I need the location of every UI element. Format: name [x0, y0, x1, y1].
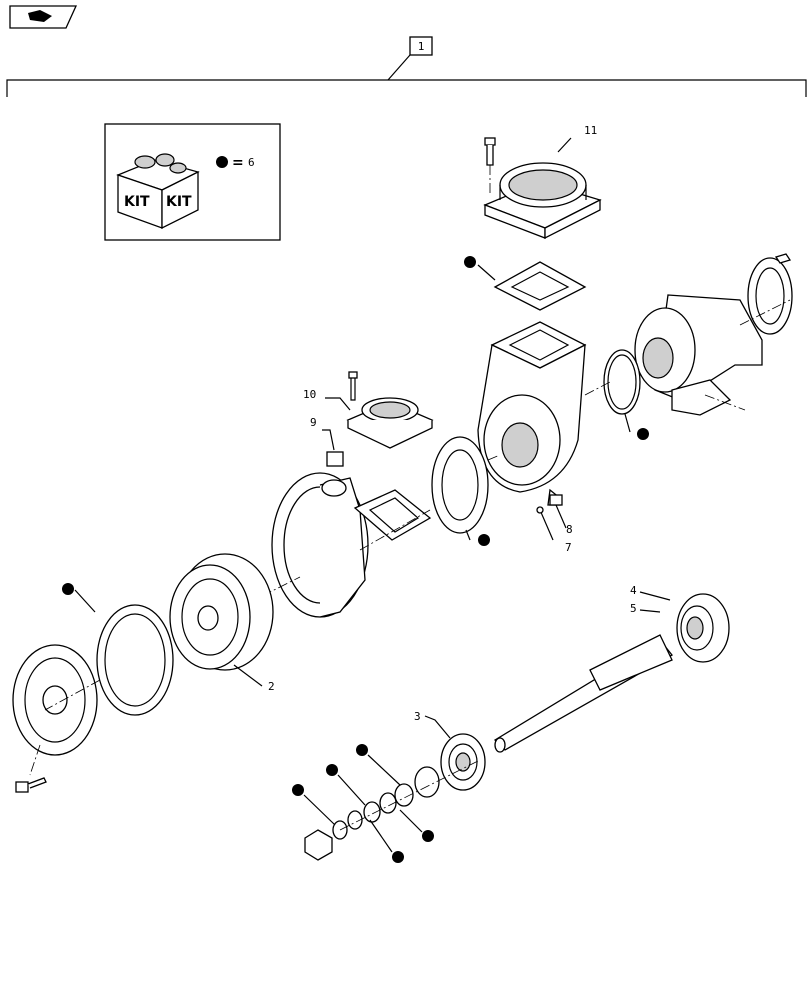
volute-gasket [431, 436, 490, 546]
callout-3: 3 [414, 710, 421, 723]
kit-legend: KIT KIT = 6 [104, 123, 281, 241]
bolt-top [484, 137, 496, 195]
callout-5: 5 [630, 602, 637, 615]
kit-fitting-icon [134, 155, 156, 169]
callout-8: 8 [566, 523, 573, 536]
bearing-housing [634, 294, 763, 416]
part-11-outlet-flange [483, 137, 602, 240]
hand-icon [28, 10, 52, 22]
part-9-plug [322, 429, 344, 467]
callout-2: 2 [268, 680, 275, 693]
hex-nut [304, 829, 333, 861]
nav-back-button[interactable] [9, 5, 78, 29]
callout-11: 11 [584, 124, 597, 137]
kit-callout-dots [292, 744, 434, 863]
volute-casing [477, 321, 587, 506]
front-gasket [62, 583, 174, 716]
washer-stack [304, 759, 481, 861]
group-bracket: 1 [6, 36, 807, 97]
impeller-housing [271, 472, 432, 618]
callout-7: 7 [565, 541, 572, 554]
kit-equals: = [232, 155, 244, 171]
rear-gasket [739, 253, 793, 335]
part-10-suction-flange [325, 371, 434, 449]
group-label: 1 [418, 40, 425, 53]
kit-text-left: KIT [124, 194, 150, 210]
part-2-impeller [169, 553, 274, 687]
callout-9: 9 [310, 416, 317, 429]
flange-gasket [464, 256, 587, 311]
drain-plug [536, 494, 567, 541]
callout-4: 4 [630, 584, 637, 597]
front-cover [12, 644, 101, 776]
part-3-bearing [424, 715, 486, 791]
o-ring [603, 349, 649, 440]
bolt-front [15, 777, 47, 793]
shaft-assembly [493, 634, 673, 753]
kit-dot-icon [216, 156, 228, 168]
part-4-5-bearing [639, 591, 730, 663]
kit-number: 6 [248, 156, 255, 169]
callout-10: 10 [303, 388, 316, 401]
kit-text-right: KIT [166, 194, 192, 210]
